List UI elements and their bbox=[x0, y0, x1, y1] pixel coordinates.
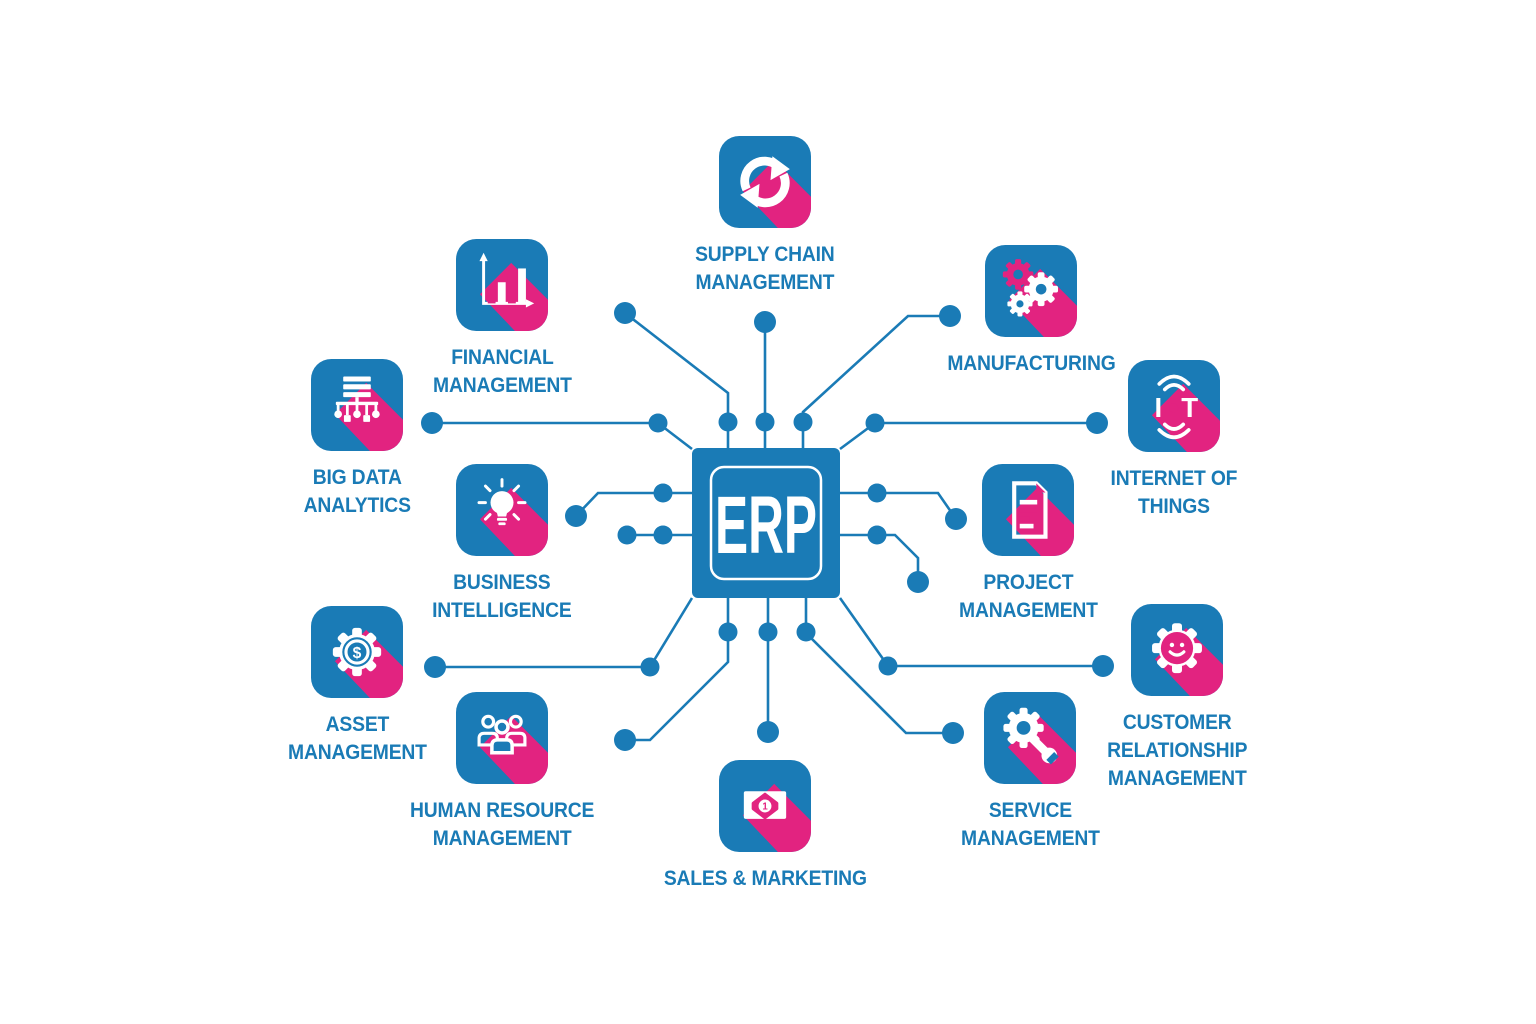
gear-wrench-icon bbox=[984, 692, 1076, 784]
node-manufacturing: MANUFACTURING bbox=[911, 245, 1151, 378]
node-label: CUSTOMER RELATIONSHIP MANAGEMENT bbox=[1106, 711, 1248, 790]
gear-smiley-icon bbox=[1131, 604, 1223, 696]
connector-project-management bbox=[840, 483, 967, 530]
node-label: SALES & MARKETING bbox=[663, 867, 867, 890]
connector-left-stub bbox=[617, 525, 692, 545]
node-label: SUPPLY CHAIN MANAGEMENT bbox=[695, 243, 835, 294]
connector-financial-management bbox=[614, 302, 738, 450]
connector-right-stub bbox=[840, 525, 929, 593]
document-icon bbox=[982, 464, 1074, 556]
node-label: BUSINESS INTELLIGENCE bbox=[432, 571, 572, 622]
node-label: INTERNET OF THINGS bbox=[1110, 467, 1238, 518]
bar-chart-icon bbox=[456, 239, 548, 331]
connector-internet-of-things bbox=[839, 412, 1108, 451]
node-label: HUMAN RESOURCE MANAGEMENT bbox=[409, 799, 595, 850]
connector-human-resource-management bbox=[614, 598, 738, 751]
node-label: ASSET MANAGEMENT bbox=[287, 713, 427, 764]
node-financial-management: FINANCIAL MANAGEMENT bbox=[382, 239, 622, 400]
connector-customer-relationship-management bbox=[838, 597, 1114, 677]
node-label: SERVICE MANAGEMENT bbox=[960, 799, 1100, 850]
node-service-management: SERVICE MANAGEMENT bbox=[910, 692, 1150, 853]
connector-sales-marketing bbox=[757, 598, 779, 743]
banknote-icon bbox=[719, 760, 811, 852]
connector-manufacturing bbox=[793, 305, 961, 450]
node-sales-marketing: SALES & MARKETING bbox=[645, 760, 885, 893]
iot-signal-icon bbox=[1128, 360, 1220, 452]
node-label: PROJECT MANAGEMENT bbox=[958, 571, 1098, 622]
node-business-intelligence: BUSINESS INTELLIGENCE bbox=[382, 464, 622, 625]
node-label: BIG DATA ANALYTICS bbox=[303, 466, 411, 517]
node-supply-chain-management: SUPPLY CHAIN MANAGEMENT bbox=[645, 136, 885, 297]
sync-arrows-icon bbox=[719, 136, 811, 228]
node-label: FINANCIAL MANAGEMENT bbox=[432, 346, 572, 397]
node-asset-management: ASSET MANAGEMENT bbox=[237, 606, 477, 767]
connector-service-management bbox=[796, 598, 964, 744]
erp-chip: ERP bbox=[692, 448, 840, 598]
node-customer-relationship-management: CUSTOMER RELATIONSHIP MANAGEMENT bbox=[1057, 604, 1297, 793]
connector-supply-chain-management bbox=[754, 311, 776, 450]
connector-asset-management bbox=[424, 597, 694, 678]
connector-business-intelligence bbox=[565, 483, 692, 527]
node-internet-of-things: INTERNET OF THINGS bbox=[1054, 360, 1294, 521]
node-label: MANUFACTURING bbox=[946, 352, 1116, 375]
node-big-data-analytics: BIG DATA ANALYTICS bbox=[237, 359, 477, 520]
erp-chip-label: ERP bbox=[715, 480, 817, 571]
node-project-management: PROJECT MANAGEMENT bbox=[908, 464, 1148, 625]
gears-icon bbox=[985, 245, 1077, 337]
connector-big-data-analytics bbox=[421, 412, 693, 451]
node-human-resource-management: HUMAN RESOURCE MANAGEMENT bbox=[382, 692, 622, 853]
